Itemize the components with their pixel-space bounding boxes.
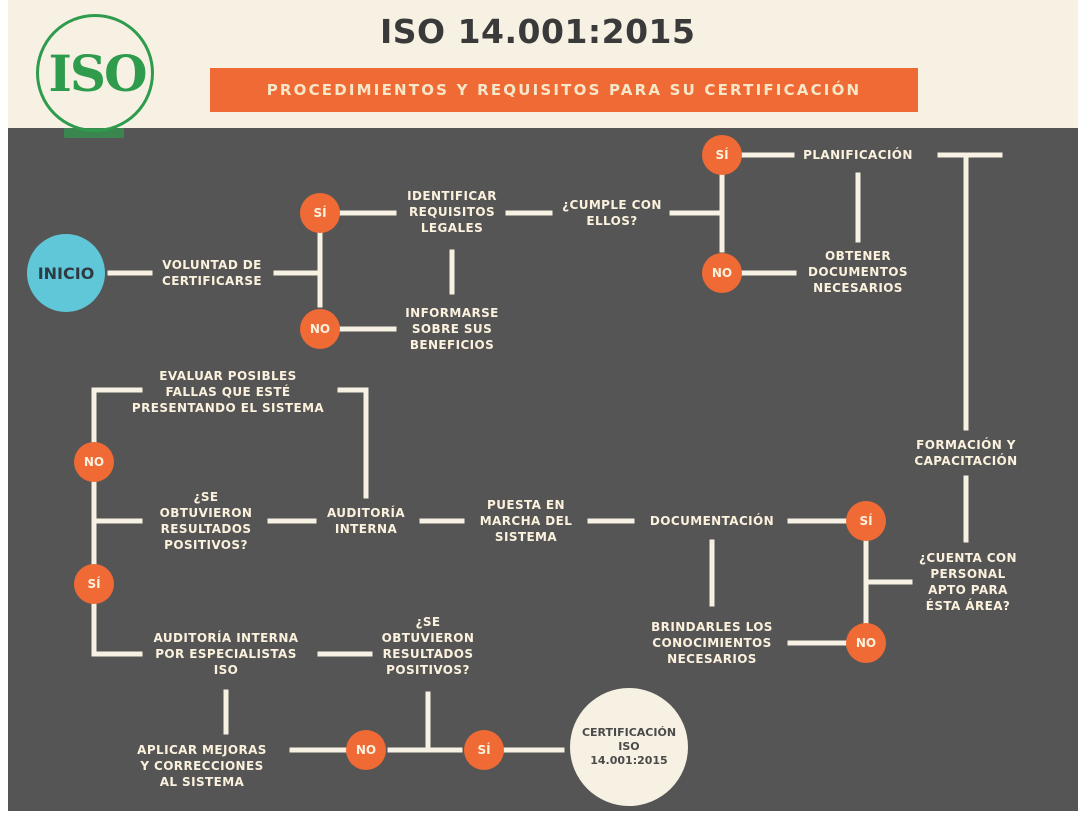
no-node-4: NO [74,442,114,482]
certificacion-node: CERTIFICACIÓN ISO 14.001:2015 [570,688,688,806]
formacion-label: FORMACIÓN Y CAPACITACIÓN [914,438,1018,468]
auditoria-interna-label: AUDITORÍA INTERNA [326,506,406,536]
aplicar-label: APLICAR MEJORAS Y CORRECCIONES AL SISTEM… [137,743,267,789]
page-title: ISO 14.001:2015 [380,12,696,51]
inicio-node: INICIO [27,234,105,312]
no-node-2: NO [702,253,742,293]
no-node-5: NO [346,730,386,770]
si-node-5: SÍ [464,730,504,770]
brindarles-label: BRINDARLES LOS CONOCIMIENTOS NECESARIOS [651,620,773,666]
no-node-3: NO [846,623,886,663]
cuenta-label: ¿CUENTA CON PERSONAL APTO PARA ÉSTA ÁREA… [919,551,1017,613]
subtitle-ribbon: PROCEDIMIENTOS Y REQUISITOS PARA SU CERT… [210,68,918,112]
evaluar-label: EVALUAR POSIBLES FALLAS QUE ESTÉ PRESENT… [131,369,325,415]
no-node-1: NO [300,309,340,349]
identificar-label: IDENTIFICAR REQUISITOS LEGALES [407,189,497,235]
obtener-label: OBTENER DOCUMENTOS NECESARIOS [808,249,908,295]
cumple-label: ¿CUMPLE CON ELLOS? [562,198,662,228]
logo-text: ISO [48,44,147,103]
auditoria-especialistas-label: AUDITORÍA INTERNA POR ESPECIALISTAS ISO [153,631,299,677]
planificacion-label: PLANIFICACIÓN [803,148,913,162]
si-node-4: SÍ [74,564,114,604]
si-node-1: SÍ [300,193,340,233]
informarse-label: INFORMARSE SOBRE SUS BENEFICIOS [405,306,499,352]
voluntad-label: VOLUNTAD DE CERTIFICARSE [162,258,262,288]
puesta-label: PUESTA EN MARCHA DEL SISTEMA [479,498,573,544]
diagram-board [8,128,1078,811]
si-node-3: SÍ [846,501,886,541]
logo-base-mark [64,128,124,138]
page-subtitle: PROCEDIMIENTOS Y REQUISITOS PARA SU CERT… [266,81,862,99]
obtuvieron-label-2: ¿SE OBTUVIERON RESULTADOS POSITIVOS? [381,615,475,677]
obtuvieron-label-1: ¿SE OBTUVIERON RESULTADOS POSITIVOS? [159,490,253,552]
documentacion-label: DOCUMENTACIÓN [649,514,775,528]
si-node-2: SÍ [702,135,742,175]
iso-logo: ISO [14,8,174,138]
